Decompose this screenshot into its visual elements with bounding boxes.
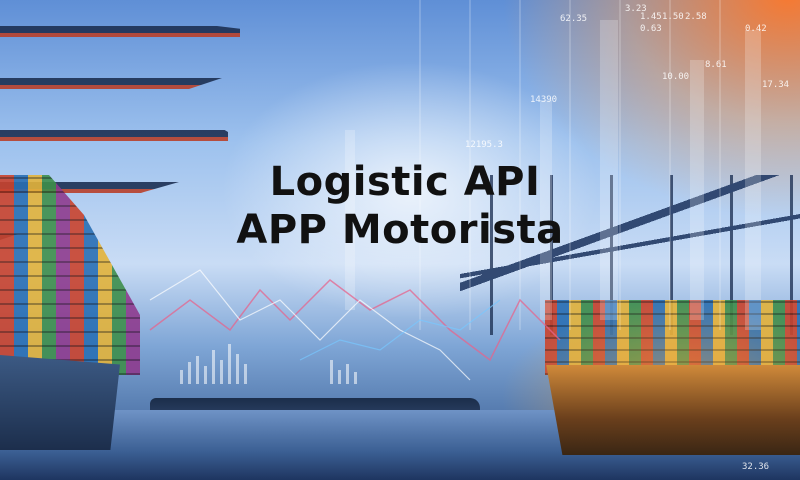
ticker-value: 3.23 <box>625 4 647 14</box>
ticker-value: 1.45 <box>640 12 662 22</box>
ticker-value: 8.61 <box>705 60 727 70</box>
ticker-value: 0.42 <box>745 24 767 34</box>
ticker-value: 14390 <box>530 95 558 105</box>
ticker-value: 2.58 <box>685 12 707 22</box>
cargo-ship-right <box>546 365 800 455</box>
title-line-2: APP Motorista <box>236 207 564 253</box>
ticker-value: 17.34 <box>762 80 790 90</box>
title-line-1: Logistic API <box>269 159 541 205</box>
ticker-value: 1.50 <box>662 12 684 22</box>
ticker-value: 32.36 <box>742 462 770 472</box>
ticker-value: 10.00 <box>662 72 690 82</box>
cargo-ship-left <box>0 355 120 450</box>
ticker-value: 0.63 <box>640 24 662 34</box>
banner-title: Logistic API APP Motorista <box>0 158 800 254</box>
ticker-value: 12195.3 <box>465 140 503 150</box>
ticker-value: 62.35 <box>560 14 588 24</box>
